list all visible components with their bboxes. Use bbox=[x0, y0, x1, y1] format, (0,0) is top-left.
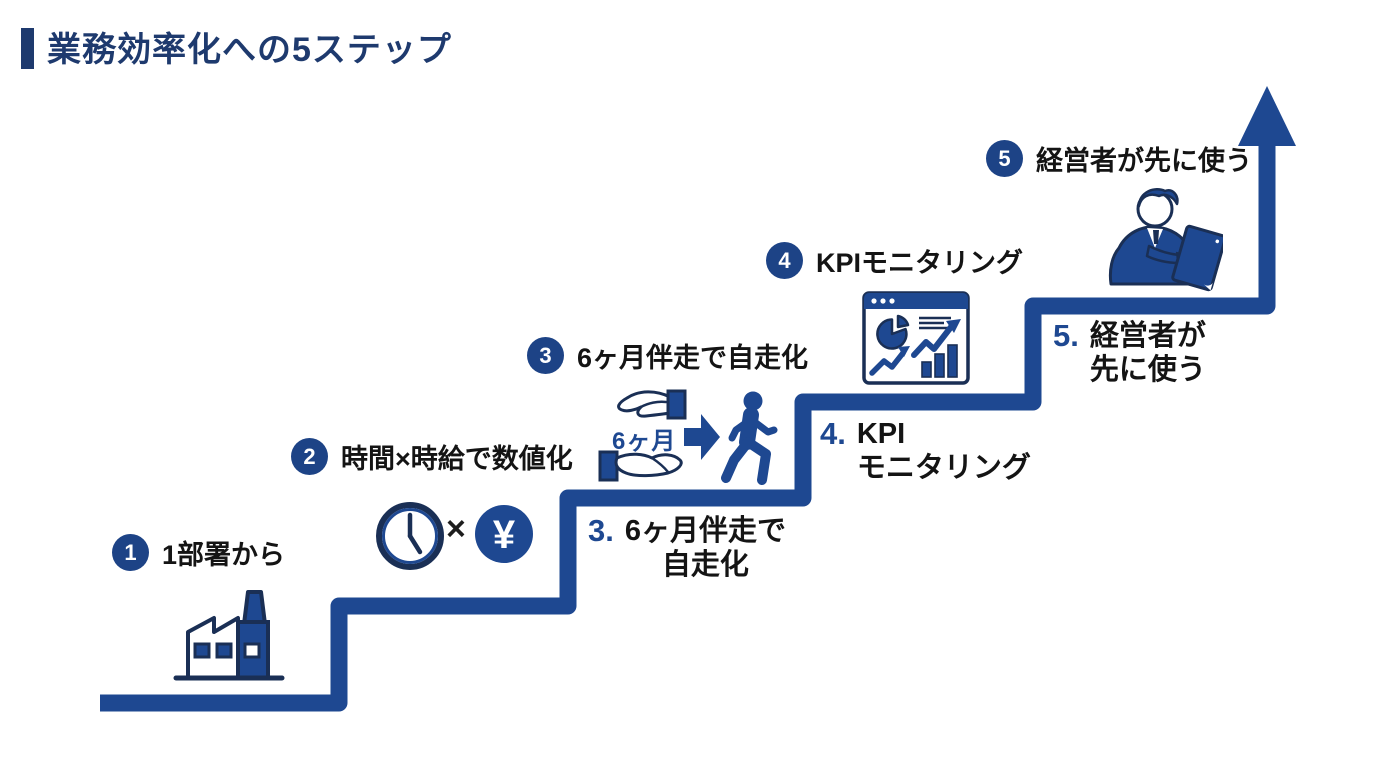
stair-label-3-line2: 自走化 bbox=[661, 549, 749, 582]
yen-icon: ¥ bbox=[475, 505, 533, 563]
hands-walking-icon: 6ヶ月 bbox=[598, 388, 780, 490]
title-accent-bar bbox=[21, 28, 34, 69]
page-title: 業務効率化への5ステップ bbox=[47, 31, 452, 69]
stair-label-3-line1: 6ヶ月伴走で bbox=[624, 515, 786, 547]
step-4-label: KPIモニタリング bbox=[816, 248, 1024, 278]
stair-label-3-number: 3. bbox=[588, 513, 614, 548]
stair-label-5: 5. 経営者が 先に使う bbox=[1053, 318, 1206, 387]
step-2-heading: 2 時間×時給で数値化 bbox=[291, 437, 573, 476]
right-arrow-icon bbox=[684, 414, 720, 460]
step-5-badge: 5 bbox=[986, 140, 1023, 177]
step-5-heading: 5 経営者が先に使う bbox=[986, 139, 1252, 178]
kpi-dashboard-icon bbox=[862, 291, 970, 385]
clock-yen-icon: × ¥ bbox=[374, 498, 544, 576]
stair-label-4-number: 4. bbox=[820, 416, 846, 451]
clock-icon bbox=[376, 502, 444, 570]
arrow-head bbox=[1238, 86, 1296, 146]
stair-label-5-line2: 先に使う bbox=[1089, 354, 1206, 387]
yen-symbol: ¥ bbox=[493, 513, 516, 557]
step-2-label: 時間×時給で数値化 bbox=[341, 444, 573, 474]
step-3-badge: 3 bbox=[527, 337, 564, 374]
step-4-badge: 4 bbox=[766, 242, 803, 279]
walking-person-icon bbox=[721, 391, 778, 485]
stair-label-4-line1: KPI bbox=[856, 418, 906, 450]
step-3-label: 6ヶ月伴走で自走化 bbox=[577, 343, 809, 373]
step-1-badge: 1 bbox=[112, 534, 149, 571]
months-badge: 6ヶ月 bbox=[612, 428, 677, 455]
staircase-path bbox=[100, 142, 1276, 712]
executive-tablet-icon bbox=[1108, 188, 1223, 292]
step-1-label: 1部署から bbox=[162, 540, 286, 570]
multiply-sign: × bbox=[446, 510, 466, 548]
factory-icon bbox=[173, 590, 285, 681]
step-2-badge: 2 bbox=[291, 438, 328, 475]
step-4-heading: 4 KPIモニタリング bbox=[766, 241, 1023, 280]
stair-label-4-line2: モニタリング bbox=[856, 452, 1031, 485]
hand-bottom-icon bbox=[598, 450, 683, 482]
hand-top-icon bbox=[617, 389, 687, 420]
step-1-heading: 1 1部署から bbox=[112, 533, 285, 572]
step-3-heading: 3 6ヶ月伴走で自走化 bbox=[527, 336, 808, 375]
stair-label-5-line1: 経営者が bbox=[1089, 320, 1206, 352]
step-5-label: 経営者が先に使う bbox=[1036, 146, 1252, 176]
stair-label-3: 3. 6ヶ月伴走で 自走化 bbox=[588, 513, 786, 582]
stair-label-4: 4. KPI モニタリング bbox=[820, 416, 1031, 485]
stair-label-5-number: 5. bbox=[1053, 318, 1079, 353]
